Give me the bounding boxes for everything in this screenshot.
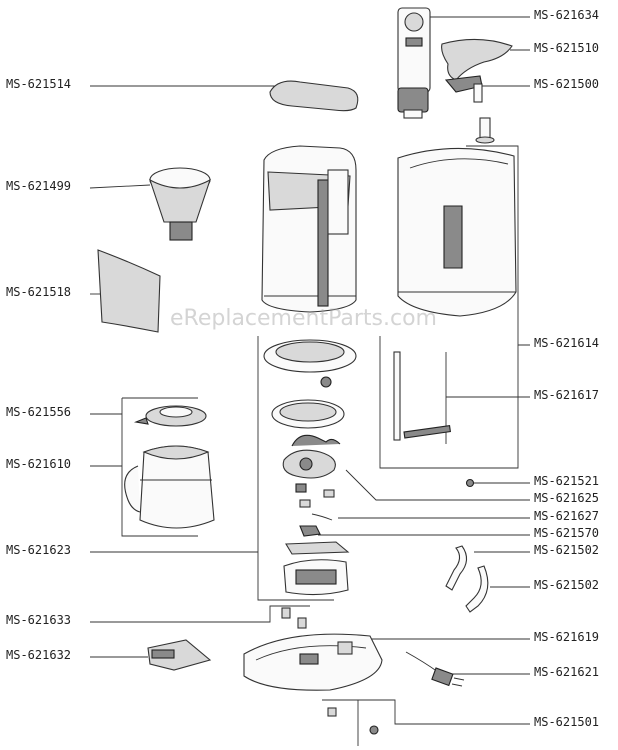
left-leader-lines: [89, 85, 334, 658]
part-label-right: MS-621521: [534, 474, 600, 488]
spout-tower-part: [397, 7, 431, 119]
silicone-tube-part: [445, 545, 468, 591]
part-label-left: MS-621514: [6, 77, 72, 91]
carafe-lid-part: [133, 405, 207, 427]
foot-part: [281, 607, 291, 619]
outlet-nozzle-part: [444, 75, 483, 103]
side-rail-parts: [393, 351, 452, 441]
part-label-left: MS-621633: [6, 613, 72, 627]
part-label-right: MS-621625: [534, 491, 600, 505]
switch-part: [299, 499, 311, 508]
carafe-part: [124, 445, 215, 529]
post-part: [475, 117, 495, 144]
side-panel-part: [97, 249, 161, 333]
part-label-left: MS-621499: [6, 179, 72, 193]
part-label-right: MS-621627: [534, 509, 600, 523]
water-tank-part: [261, 145, 357, 313]
part-label-left: MS-621610: [6, 457, 72, 471]
part-label-left: MS-621556: [6, 405, 72, 419]
screw-part: [369, 725, 379, 735]
connector-part: [295, 483, 307, 493]
part-label-left: MS-621632: [6, 648, 72, 662]
filter-basket-part: [149, 167, 211, 241]
part-label-right: MS-621570: [534, 526, 600, 540]
screw-part: [327, 707, 337, 717]
heater-base-assembly-part: [283, 541, 350, 596]
part-label-right: MS-621617: [534, 388, 600, 402]
part-label-right: MS-621619: [534, 630, 600, 644]
silicone-tube-part: [465, 565, 489, 613]
control-panel-part: [147, 639, 212, 671]
part-label-right: MS-621634: [534, 8, 600, 22]
heater-element-part: [282, 449, 336, 479]
right-leader-lines: [318, 16, 530, 746]
part-label-left: MS-621623: [6, 543, 72, 557]
base-ring-part: [263, 339, 357, 388]
clip-part: [299, 525, 321, 537]
rear-housing-part: [397, 147, 517, 317]
part-label-right: MS-621621: [534, 665, 600, 679]
part-label-right: MS-621501: [534, 715, 600, 729]
lid-part: [269, 80, 359, 112]
part-label-left: MS-621518: [6, 285, 72, 299]
part-label-right: MS-621510: [534, 41, 600, 55]
screw-part: [465, 478, 475, 488]
foot-part: [297, 617, 307, 629]
part-label-right: MS-621614: [534, 336, 600, 350]
connector-part: [323, 489, 335, 498]
curved-cover-part: [441, 38, 513, 81]
power-cord-part: [405, 651, 465, 687]
part-label-right: MS-621502: [534, 578, 600, 592]
wire-clip-part: [291, 434, 341, 447]
wire-part: [311, 513, 333, 521]
base-housing-part: [243, 633, 383, 691]
part-label-right: MS-621502: [534, 543, 600, 557]
part-label-right: MS-621500: [534, 77, 600, 91]
watermark: eReplacementParts.com: [170, 306, 437, 331]
hot-plate-part: [271, 399, 345, 429]
